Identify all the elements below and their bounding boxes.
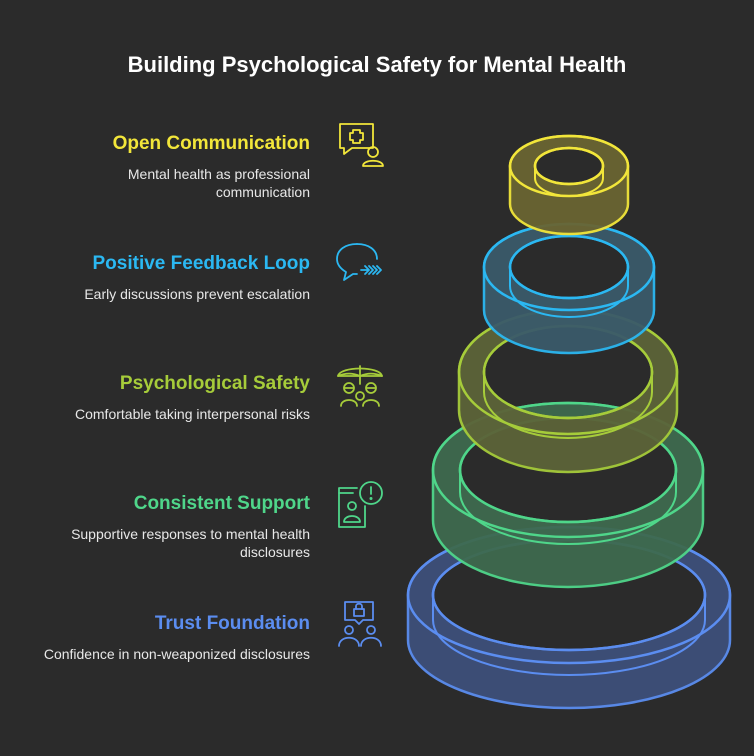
level-heading: Psychological Safety: [119, 373, 310, 394]
level-heading: Open Communication: [112, 133, 310, 154]
page-title: Building Psychological Safety for Mental…: [127, 52, 627, 77]
medical-chat-icon: [335, 120, 385, 170]
feedback-chat-icon: [335, 240, 385, 290]
level-description: Confidence in non-weaponized disclosures: [43, 646, 310, 662]
level-consistent-support: Consistent Support Supportive responses …: [10, 492, 310, 561]
level-heading: Positive Feedback Loop: [92, 253, 311, 274]
level-description: Mental health as professional communicat…: [127, 166, 310, 200]
level-description: Supportive responses to mental health di…: [71, 526, 310, 560]
ring-consistent-support: [431, 401, 705, 589]
level-positive-feedback-loop: Positive Feedback Loop Early discussions…: [10, 252, 310, 303]
level-heading: Consistent Support: [133, 493, 310, 514]
level-trust-foundation: Trust Foundation Confidence in non-weapo…: [10, 612, 310, 663]
umbrella-people-icon: [335, 360, 385, 410]
level-psychological-safety: Psychological Safety Comfortable taking …: [10, 372, 310, 423]
level-description: Early discussions prevent escalation: [84, 286, 310, 302]
level-open-communication: Open Communication Mental health as prof…: [10, 132, 310, 201]
level-description: Comfortable taking interpersonal risks: [75, 406, 310, 422]
lock-people-icon: [335, 598, 385, 648]
mobile-alert-icon: [335, 480, 385, 530]
level-heading: Trust Foundation: [154, 613, 310, 634]
ring-open-communication: [508, 134, 630, 236]
ring-positive-feedback-loop: [482, 222, 656, 355]
